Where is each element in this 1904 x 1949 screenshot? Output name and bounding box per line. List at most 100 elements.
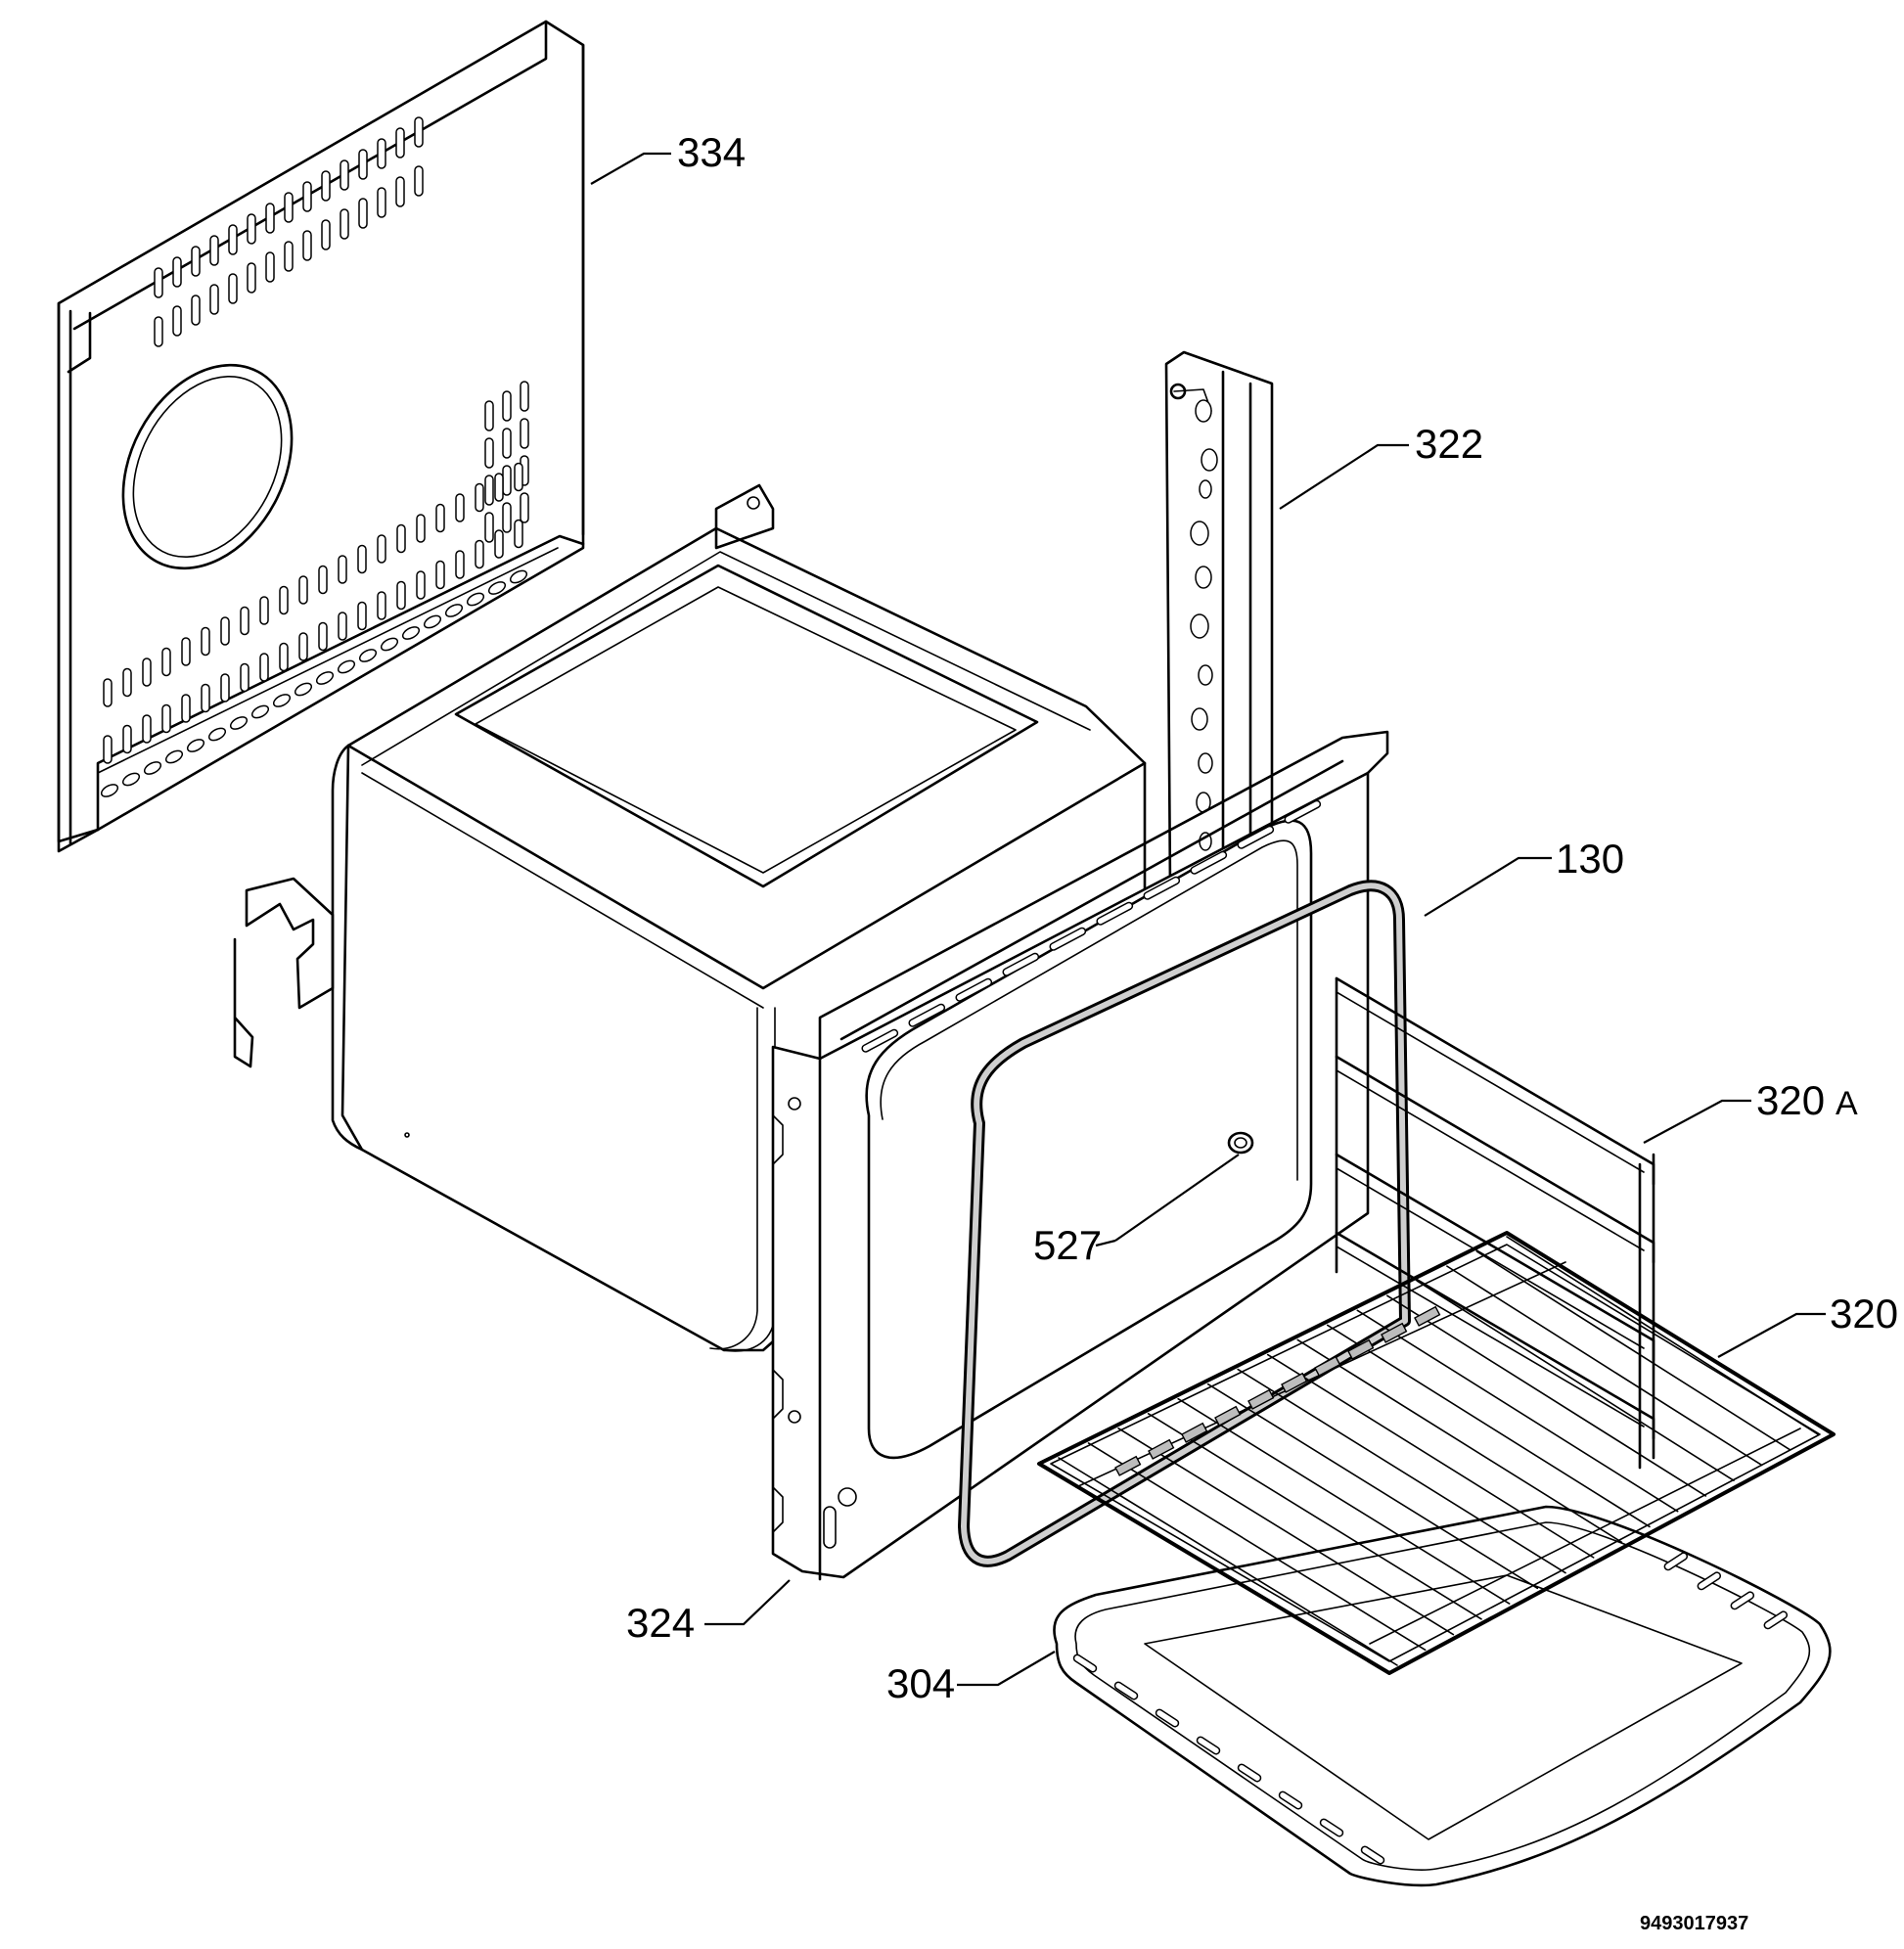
shading-mark <box>1148 1438 1175 1460</box>
vent-slot <box>423 614 442 629</box>
vent-slot <box>395 176 405 207</box>
vent-slot <box>315 671 335 685</box>
vent-slot <box>122 667 132 698</box>
frame-slot <box>1190 850 1228 875</box>
vent-slot <box>220 673 230 703</box>
vent-slot <box>358 198 368 229</box>
vent-slot <box>294 682 313 697</box>
rail-hole <box>1195 566 1212 589</box>
vent-slot <box>103 678 113 707</box>
vent-slot <box>229 716 249 730</box>
vent-slot <box>358 649 378 662</box>
vent-slot <box>240 606 249 636</box>
callout-320: 320 <box>1830 1291 1898 1337</box>
vent-slot <box>377 187 386 218</box>
vent-slot <box>298 575 308 605</box>
callout-322: 322 <box>1415 421 1483 467</box>
runner-wire <box>1336 991 1645 1173</box>
vent-slot <box>265 203 275 234</box>
frame-slot <box>955 977 993 1002</box>
frame-slot <box>1002 952 1040 976</box>
shelf-runners <box>1335 976 1655 1440</box>
vent-slot <box>318 565 328 595</box>
vent-slot <box>380 637 399 652</box>
tray-slot <box>1697 1571 1722 1591</box>
vent-slot <box>502 390 512 422</box>
tray-slot <box>1113 1681 1139 1700</box>
vent-slot <box>338 612 347 641</box>
vent-slot <box>100 784 119 797</box>
vent-slot <box>357 544 367 574</box>
drawing-code: 9493017937 <box>1640 1913 1748 1934</box>
vent-slot <box>414 165 424 197</box>
rail-hole <box>1198 664 1213 686</box>
vent-slot <box>484 475 494 506</box>
vent-slot <box>209 284 219 315</box>
vent-slot <box>161 703 171 734</box>
vent-slot <box>154 316 163 347</box>
vent-slot <box>172 305 182 337</box>
vent-slot <box>121 772 141 787</box>
shelf-wire <box>1356 1309 1679 1513</box>
shelf-shading <box>1114 1305 1441 1476</box>
vent-slot <box>181 637 191 666</box>
vent-slot <box>247 262 256 294</box>
vent-slot <box>475 482 484 513</box>
vent-slot <box>247 213 256 245</box>
vent-slot <box>396 580 406 611</box>
vent-slot <box>321 170 331 202</box>
part-527-lamp-holder <box>1227 1131 1254 1155</box>
shading-mark <box>1414 1305 1441 1327</box>
vent-slot <box>240 662 249 693</box>
vent-slot <box>377 591 386 620</box>
vent-slot <box>250 704 270 719</box>
tray-slot <box>1730 1591 1755 1610</box>
shelf-wire <box>1506 1236 1819 1435</box>
callout-130: 130 <box>1556 836 1624 882</box>
shading-mark <box>1247 1388 1275 1410</box>
vent-slot <box>494 529 504 559</box>
shelf-wire <box>1058 1457 1398 1666</box>
rail-hole <box>1198 752 1213 774</box>
vent-slot <box>520 492 529 523</box>
shelf-wire <box>1147 1413 1482 1620</box>
tray-slot <box>1196 1736 1221 1755</box>
tray-slots-304 <box>1072 1552 1789 1865</box>
vent-slot <box>201 626 210 657</box>
shading-mark <box>1347 1338 1375 1360</box>
vent-slot <box>154 267 163 298</box>
vent-slot <box>377 138 386 169</box>
vent-slot <box>455 493 465 522</box>
vent-slot <box>207 727 227 742</box>
frame-slot <box>1049 927 1087 951</box>
vent-slot <box>340 208 349 240</box>
vent-slot <box>484 437 494 469</box>
vent-slot <box>259 596 269 625</box>
vent-slot <box>358 149 368 180</box>
tray-slot <box>1237 1763 1262 1783</box>
vent-slot <box>444 604 464 617</box>
shelf-wire <box>1237 1368 1566 1574</box>
part-130-door-seal <box>958 880 1411 1567</box>
callout-334: 334 <box>677 129 746 175</box>
shelf-wire <box>1087 1442 1427 1652</box>
vent-slot <box>220 616 230 646</box>
part-320-wire-shelf <box>1037 1231 1836 1675</box>
shelf-wire <box>1446 1265 1763 1467</box>
callout-527: 527 <box>1033 1222 1102 1268</box>
vent-slot <box>435 503 445 533</box>
shading-mark <box>1314 1355 1341 1377</box>
vent-slot <box>272 694 292 707</box>
shelf-wire <box>1266 1353 1595 1559</box>
frame-slot <box>1096 901 1134 926</box>
vent-slot <box>298 632 308 661</box>
vent-slot <box>395 127 405 159</box>
shelf-wire <box>1327 1324 1651 1528</box>
vent-slot <box>520 381 529 412</box>
vent-slot <box>377 534 386 564</box>
vent-slot <box>475 539 484 569</box>
vent-slot <box>487 581 507 595</box>
tray-slot <box>1155 1708 1180 1728</box>
callout-320a-number: 320 <box>1756 1077 1825 1123</box>
